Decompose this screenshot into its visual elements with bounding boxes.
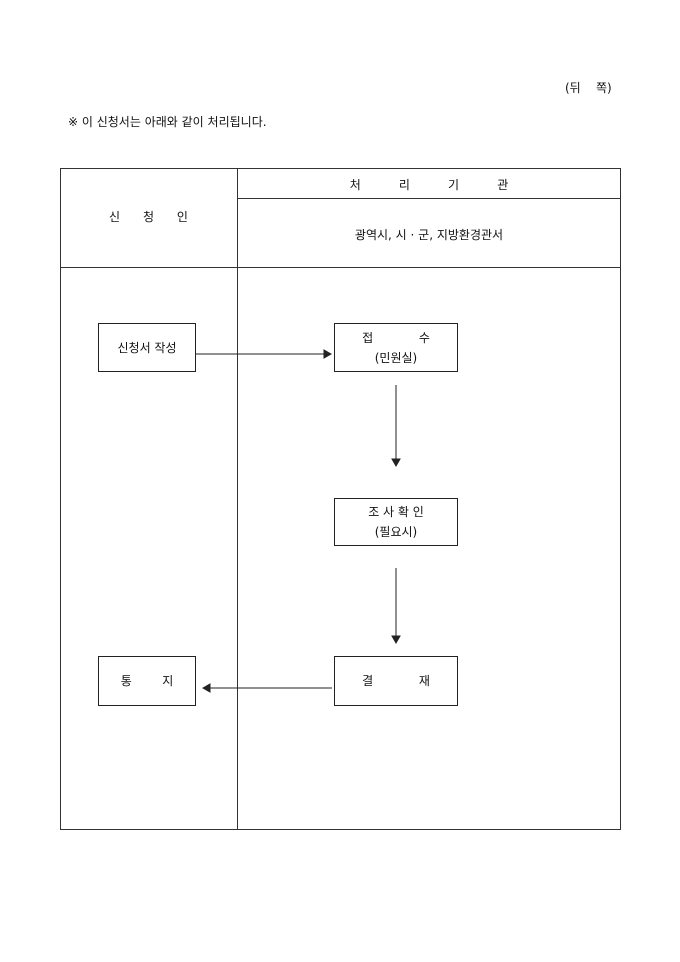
step-sublabel: (필요시) (374, 525, 418, 539)
step-write-application: 신청서 작성 (98, 323, 196, 372)
step-label: 신청서 작성 (117, 340, 177, 355)
processing-note: ※ 이 신청서는 아래와 같이 처리됩니다. (68, 115, 267, 129)
step-receipt: 접 수 (민원실) (334, 323, 458, 372)
agency-name: 광역시, 시 · 군, 지방환경관서 (354, 228, 504, 242)
page-side-label: (뒤 쪽) (565, 81, 612, 95)
step-label: 조 사 확 인 (368, 505, 424, 519)
step-sublabel: (민원실) (374, 350, 418, 365)
step-approval: 결 재 (334, 656, 458, 706)
step-notification: 통 지 (98, 656, 196, 706)
agency-header: 처 리 기 관 (349, 178, 509, 192)
step-label: 통 지 (120, 674, 174, 688)
step-investigation: 조 사 확 인 (필요시) (334, 498, 458, 546)
step-label: 접 수 (362, 330, 430, 345)
applicant-header: 신 청 인 (109, 210, 188, 224)
step-label: 결 재 (362, 674, 430, 688)
